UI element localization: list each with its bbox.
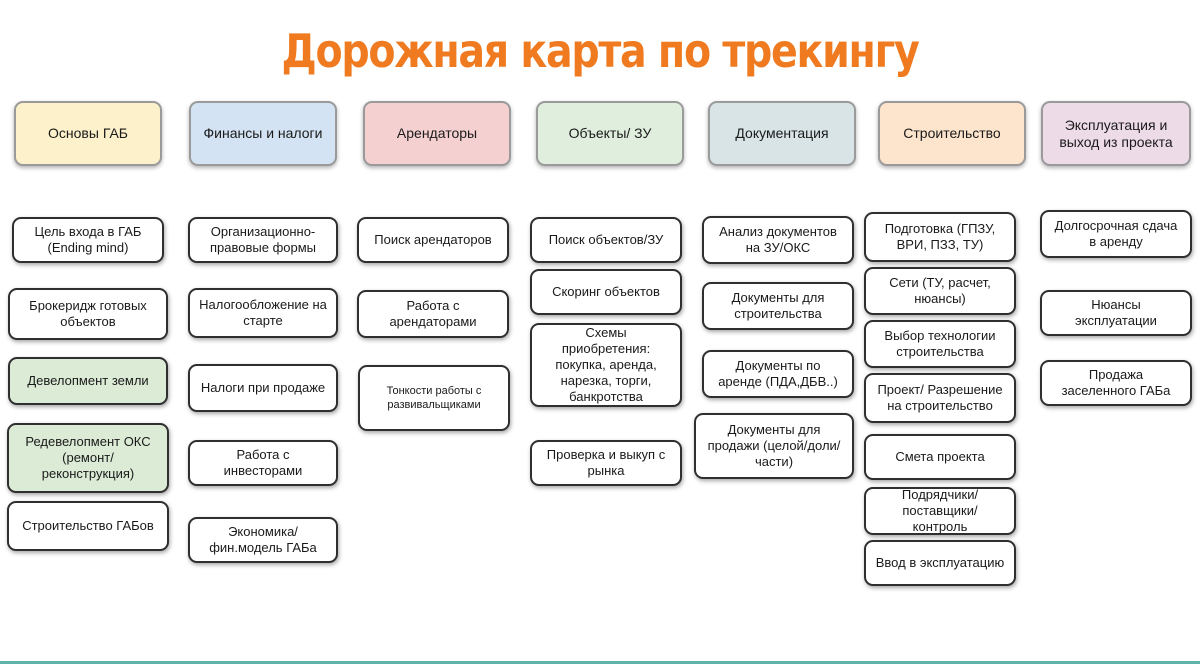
- header-finansy: Финансы и налоги: [189, 101, 337, 166]
- item-nyuansy-ekspluatacii: Нюансы эксплуатации: [1040, 290, 1192, 336]
- item-stroitelstvo-gabov: Строительство ГАБов: [7, 501, 169, 551]
- item-shemy-priobreteniya: Схемы приобретения: покупка, аренда, нар…: [530, 323, 682, 407]
- header-osnovy-gab: Основы ГАБ: [14, 101, 162, 166]
- item-redevelopment: Редевелопмент ОКС (ремонт/ реконструкция…: [7, 423, 169, 493]
- item-dokumenty-po-arende: Документы по аренде (ПДА,ДБВ..): [702, 350, 854, 398]
- header-stroitelstvo: Строительство: [878, 101, 1026, 166]
- item-dolgosrochnaya-sdacha: Долгосрочная сдача в аренду: [1040, 210, 1192, 258]
- item-vvod-v-ekspluataciyu: Ввод в эксплуатацию: [864, 540, 1016, 586]
- item-nalogi-pri-prodazhe: Налоги при продаже: [188, 364, 338, 412]
- item-org-formy: Организационно-правовые формы: [188, 217, 338, 263]
- item-proverka-i-vykup: Проверка и выкуп с рынка: [530, 440, 682, 486]
- page-title: Дорожная карта по трекингу: [281, 24, 920, 78]
- header-arendatory: Арендаторы: [363, 101, 511, 166]
- bottom-divider: [0, 661, 1200, 664]
- header-obekty: Объекты/ ЗУ: [536, 101, 684, 166]
- header-dokumentaciya: Документация: [708, 101, 856, 166]
- header-ekspluataciya: Эксплуатация и выход из проекта: [1041, 101, 1191, 166]
- item-podgotovka: Подготовка (ГПЗУ, ВРИ, ПЗЗ, ТУ): [864, 212, 1016, 262]
- item-cel-vhoda: Цель входа в ГАБ (Ending mind): [12, 217, 164, 263]
- item-nalogooblozhenie: Налогообложение на старте: [188, 288, 338, 338]
- item-podryadchiki: Подрядчики/ поставщики/ контроль: [864, 487, 1016, 535]
- item-dokumenty-dlya-prodazhi: Документы для продажи (целой/доли/части): [694, 413, 854, 479]
- item-tonkosti-raboty: Тонкости работы с развивальщиками: [358, 365, 510, 431]
- item-ekonomika: Экономика/ фин.модель ГАБа: [188, 517, 338, 563]
- item-smeta-proekta: Смета проекта: [864, 434, 1016, 480]
- item-prodazha-zaselennogo: Продажа заселенного ГАБа: [1040, 360, 1192, 406]
- item-vybor-tehnologii: Выбор технологии строительства: [864, 320, 1016, 368]
- item-dokumenty-dlya-stroitelstva: Документы для строительства: [702, 282, 854, 330]
- item-development-zemli: Девелопмент земли: [8, 357, 168, 405]
- item-poisk-arendatorov: Поиск арендаторов: [357, 217, 509, 263]
- item-rabota-s-arendatorami: Работа с арендаторами: [357, 290, 509, 338]
- item-proekt-razreshenie: Проект/ Разрешение на строительство: [864, 373, 1016, 423]
- item-seti: Сети (ТУ, расчет, нюансы): [864, 267, 1016, 315]
- item-analiz-dokumentov: Анализ документов на ЗУ/ОКС: [702, 216, 854, 264]
- item-brokeridzh: Брокеридж готовых объектов: [8, 288, 168, 340]
- item-rabota-s-investorami: Работа с инвесторами: [188, 440, 338, 486]
- item-poisk-obektov: Поиск объектов/ЗУ: [530, 217, 682, 263]
- item-skoring: Скоринг объектов: [530, 269, 682, 315]
